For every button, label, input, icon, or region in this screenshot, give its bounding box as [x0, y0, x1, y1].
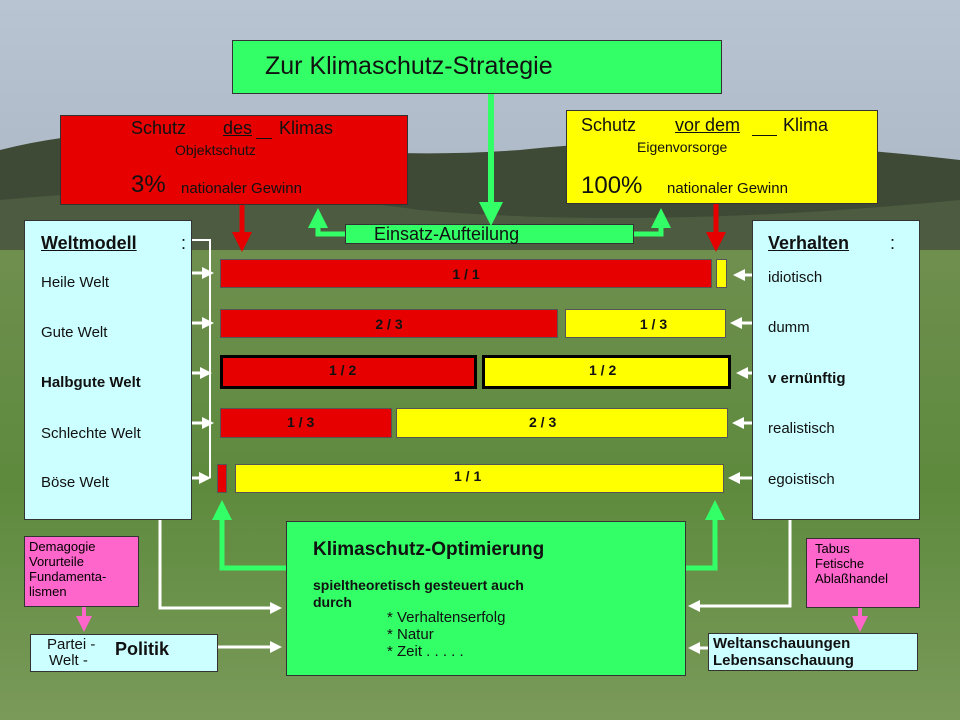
eigenvorsorge-label: Eigenvorsorge	[637, 139, 728, 155]
bar-label: 1 / 1	[454, 468, 482, 484]
bar-label: 1 / 3	[287, 414, 315, 430]
bar-halbgute-yellow: 1 / 2	[482, 355, 731, 389]
klimaschutz-optimierung-box: Klimaschutz-Optimierung spieltheoretisch…	[286, 521, 686, 676]
einsatz-aufteilung-box: Einsatz-Aufteilung	[345, 224, 634, 244]
bar-label: 2 / 3	[375, 315, 403, 332]
klima-label: Klima	[783, 115, 829, 135]
schutz-vor-dem-klima-box: Schutz vor dem Klima Eigenvorsorge 100% …	[566, 110, 878, 204]
percent-label: 3%	[131, 171, 166, 198]
schutz-des-klimas-box: Schutz des Klimas Objektschutz 3% nation…	[60, 115, 408, 205]
weltmodell-box: Weltmodell : Heile Welt Gute Welt Halbgu…	[24, 220, 192, 520]
demagogie-line: Demagogie	[29, 539, 96, 554]
optimierung-item-verhaltenserfolg: * Verhaltenserfolg	[387, 609, 506, 626]
gain-label: nationaler Gewinn	[181, 180, 302, 197]
bar-gute-red: 2 / 3	[220, 309, 558, 338]
verhalten-item-egoistisch: egoistisch	[768, 471, 835, 488]
bar-label: 1 / 1	[452, 265, 480, 282]
tabus-line: Ablaßhandel	[815, 571, 888, 586]
weltmodell-item-gute: Gute Welt	[41, 324, 108, 341]
verhalten-to-optim-line	[688, 520, 792, 612]
einsatz-left-arrow	[308, 208, 345, 237]
weltmodell-colon: :	[181, 233, 187, 253]
bar-schlechte-red: 1 / 3	[220, 408, 392, 438]
weltmodell-item-schlechte: Schlechte Welt	[41, 425, 141, 442]
objektschutz-label: Objektschutz	[175, 142, 256, 158]
bar-boese-yellow: 1 / 1	[235, 464, 724, 493]
politik-label: Politik	[115, 639, 170, 659]
welt-label: Welt -	[49, 652, 88, 669]
bar-boese-red	[217, 464, 227, 493]
tabus-line: Fetische	[815, 556, 865, 571]
politik-box: Partei - Welt - Politik	[30, 634, 218, 672]
einsatz-label: Einsatz-Aufteilung	[374, 224, 520, 244]
vor-dem-label: vor dem	[675, 115, 741, 135]
lebensanschauung-label: Lebensanschauung	[713, 652, 854, 669]
title-box: Zur Klimaschutz-Strategie	[232, 40, 722, 94]
optim-left-arrow	[212, 500, 286, 571]
optimierung-desc-line1: spieltheoretisch gesteuert auch	[313, 577, 524, 593]
optimierung-title: Klimaschutz-Optimierung	[313, 539, 545, 560]
tabus-line: Tabus	[815, 541, 850, 556]
verhalten-item-vernuenftig: v ernünftig	[768, 370, 846, 387]
einsatz-right-arrow	[634, 208, 671, 237]
welt-bracket	[192, 239, 211, 478]
schutz-label: Schutz	[581, 115, 637, 135]
klimas-label: Klimas	[279, 118, 334, 138]
demagogie-line: Fundamenta-	[29, 569, 107, 584]
bar-heile-yellow	[716, 259, 727, 288]
weltmodell-item-heile: Heile Welt	[41, 274, 110, 291]
percent-label: 100%	[581, 172, 643, 199]
weltmodell-item-boese: Böse Welt	[41, 474, 110, 491]
bar-label: 1 / 3	[639, 315, 668, 332]
schutz-label: Schutz	[131, 118, 187, 138]
optimierung-item-zeit: * Zeit . . . . .	[387, 643, 464, 660]
weltanschauungen-label: Weltanschauungen	[713, 635, 851, 652]
verhalten-heading: Verhalten	[768, 233, 850, 253]
vor-dem-underline	[752, 135, 777, 136]
verhalten-item-idiotisch: idiotisch	[768, 269, 823, 286]
bar-halbgute-red: 1 / 2	[220, 355, 477, 389]
des-label: des	[223, 118, 253, 138]
bar-gute-yellow: 1 / 3	[565, 309, 726, 338]
tabus-box: Tabus Fetische Ablaßhandel	[806, 538, 920, 608]
demagogie-line: lismen	[29, 584, 67, 599]
optimierung-desc-line2: durch	[313, 594, 352, 610]
verhalten-item-dumm: dumm	[768, 319, 810, 336]
partei-label: Partei -	[47, 636, 96, 653]
weltanschauungen-box: Weltanschauungen Lebensanschauung	[708, 633, 918, 671]
weltmodell-item-halbgute: Halbgute Welt	[41, 374, 141, 391]
welt-to-optim-line	[158, 520, 282, 614]
bar-schlechte-yellow: 2 / 3	[396, 408, 728, 438]
weltmodell-heading: Weltmodell	[41, 233, 137, 253]
verhalten-colon: :	[890, 233, 896, 253]
verhalten-box: Verhalten : idiotisch dumm v ernünftig r…	[752, 220, 920, 520]
des-underline	[256, 138, 272, 139]
demagogie-box: Demagogie Vorurteile Fundamenta- lismen	[24, 536, 139, 607]
demagogie-line: Vorurteile	[29, 554, 84, 569]
optimierung-item-natur: * Natur	[387, 626, 434, 643]
bar-label: 2 / 3	[529, 414, 557, 430]
bar-label: 1 / 2	[589, 362, 617, 378]
bar-heile-red: 1 / 1	[220, 259, 712, 288]
verhalten-item-realistisch: realistisch	[768, 420, 835, 437]
page-title: Zur Klimaschutz-Strategie	[265, 52, 553, 80]
optim-right-arrow	[686, 500, 725, 571]
gain-label: nationaler Gewinn	[667, 180, 788, 197]
bar-label: 1 / 2	[329, 362, 357, 378]
